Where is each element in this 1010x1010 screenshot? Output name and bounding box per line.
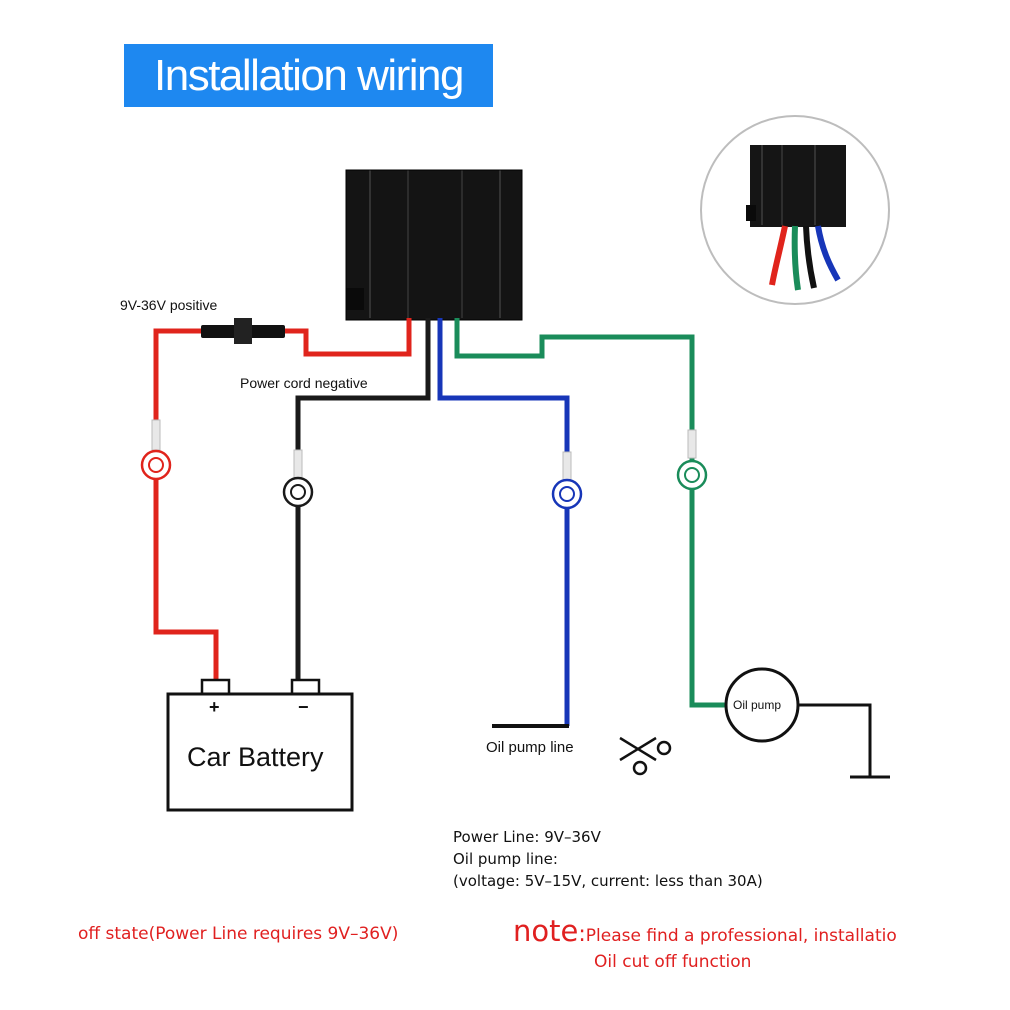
ring-terminal-icon	[282, 476, 314, 508]
note-line2: Oil cut off function	[594, 952, 752, 972]
ring-terminal-icon	[140, 449, 172, 481]
ring-terminal-icon	[551, 478, 583, 510]
green-wire	[454, 318, 727, 708]
car-battery	[166, 678, 354, 812]
note-block: note:Please find a professional, install…	[513, 914, 897, 948]
title-banner: Installation wiring	[124, 44, 493, 107]
connector-closeup	[700, 115, 890, 305]
positive-label: 9V-36V positive	[120, 297, 217, 313]
negative-label: Power cord negative	[240, 375, 368, 391]
battery-plus-label: +	[209, 697, 220, 717]
spec-power-line: Power Line: 9V–36V	[453, 828, 601, 846]
scissors-icon	[619, 736, 672, 776]
red-wire	[153, 318, 412, 682]
battery-minus-label: −	[298, 697, 309, 717]
spec-voltage-current: (voltage: 5V–15V, current: less than 30A…	[453, 872, 763, 890]
note-line1: Please find a professional, installatio	[585, 926, 897, 946]
note-colon: :	[578, 922, 586, 947]
blue-wire	[437, 318, 570, 726]
relay-module	[345, 169, 523, 321]
fuse-icon	[201, 318, 285, 344]
battery-label: Car Battery	[187, 742, 324, 772]
ring-terminal-icon	[676, 459, 708, 491]
oil-pump-line-label: Oil pump line	[486, 739, 574, 756]
page-title: Installation wiring	[154, 50, 465, 100]
oil-pump-ground-wire	[798, 703, 872, 776]
spec-oil-pump-line: Oil pump line:	[453, 850, 558, 868]
oil-pump-label: Oil pump	[733, 698, 781, 712]
black-wire	[295, 318, 431, 682]
off-state-note: off state(Power Line requires 9V–36V)	[78, 924, 399, 944]
note-word: note	[513, 914, 579, 948]
specs-block: Power Line: 9V–36V Oil pump line: (volta…	[453, 826, 763, 892]
wire-sleeves	[151, 419, 697, 481]
